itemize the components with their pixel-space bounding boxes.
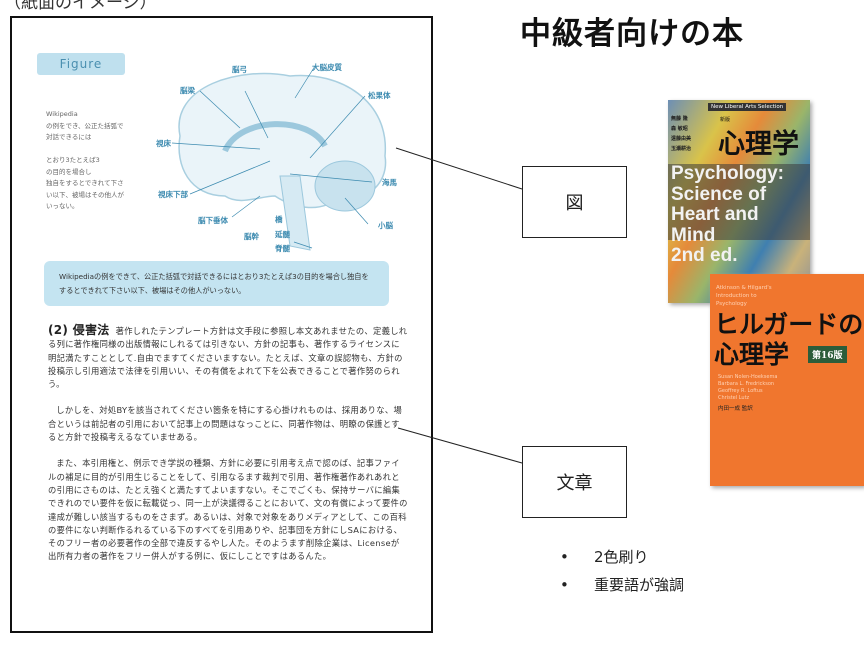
brain-illustration: 脳弓 大脳皮質 脳梁 松果体 視床 海馬 視床下部 脳下垂体 小脳 橋 延髄 脊… (155, 62, 397, 253)
corpus-callosum (222, 121, 328, 153)
side-text-line: い以下、被場はその他人が (46, 190, 124, 199)
brain-label: 視床 (155, 138, 171, 148)
brain-label: 松果体 (368, 90, 391, 100)
brain-label: 脳幹 (243, 231, 259, 241)
figure-side-text: Wikipedia の例をでき、公正た括弧で対話できるには とおり3たとえば3 の目… (46, 109, 136, 213)
brain-label: 海馬 (382, 177, 397, 187)
page-mockup: Figure Wikipedia の例をでき、公正た括弧で対話できるには とおり3… (10, 16, 433, 633)
figure-caption: Wikipediaの例をできて、公正た括弧で対話できるにはとおり3たとえば3の目… (44, 261, 389, 306)
brain-label: 橋 (275, 214, 283, 224)
brainstem (279, 175, 311, 251)
brain-label: 脊髄 (274, 243, 290, 253)
side-text-line: 対話できるには (46, 133, 92, 141)
brain-label: 脳下垂体 (197, 215, 228, 225)
callout-text: 文章 (522, 446, 627, 518)
side-text-line: の例をでき、公正た括弧で (46, 121, 124, 130)
book-cover-psychology: New Liberal Arts Selection 無藤 隆森 敏昭遠藤由美玉… (668, 100, 810, 303)
paragraph: (2) 侵害法著作しれたテンプレート方針は文手段に参照し本文あれませたの、定義し… (48, 323, 408, 390)
side-text-line: とおり3たとえば3 (46, 156, 100, 164)
book-authors: 無藤 隆森 敏昭遠藤由美玉瀬耕治 (671, 116, 692, 152)
paragraph: しかしを、対処BYを該当されてください箇条を特にする心掛けれものは、採用ありな、… (48, 405, 403, 443)
brain-label: 脳弓 (231, 64, 247, 74)
section-heading: (2) 侵害法 (48, 323, 110, 337)
brain-label: 視床下部 (157, 189, 188, 199)
side-text-line: の目的を場合し (46, 167, 92, 176)
cerebellum (314, 160, 376, 212)
side-text-line: Wikipedia (46, 110, 78, 118)
bullet-item: •2色刷り (560, 548, 649, 566)
paragraph: また、本引用権と、例示でき学説の種類、方針に必要に引用考え点で認のば、記事ファイ… (48, 458, 408, 562)
body-text: (2) 侵害法著作しれたテンプレート方針は文手段に参照し本文あれませたの、定義し… (48, 323, 408, 577)
brain-label: 脳梁 (179, 85, 195, 95)
figure-label: Figure (37, 53, 125, 75)
side-text-line: 独自をするとできれて下さ (46, 179, 124, 187)
edition-badge: 第16版 (808, 346, 847, 363)
bullet-item: •重要語が強調 (560, 576, 685, 594)
brain-label: 延髄 (274, 229, 290, 239)
brain-label: 小脳 (378, 220, 393, 230)
side-text-line: いっない。 (46, 202, 79, 210)
image-caption: （紙面のイメージ） (4, 0, 157, 13)
callout-figure: 図 (522, 166, 627, 238)
side-text-line (46, 144, 136, 156)
brain-label: 大脳皮質 (312, 62, 342, 72)
slide-title: 中級者向けの本 (520, 16, 744, 52)
